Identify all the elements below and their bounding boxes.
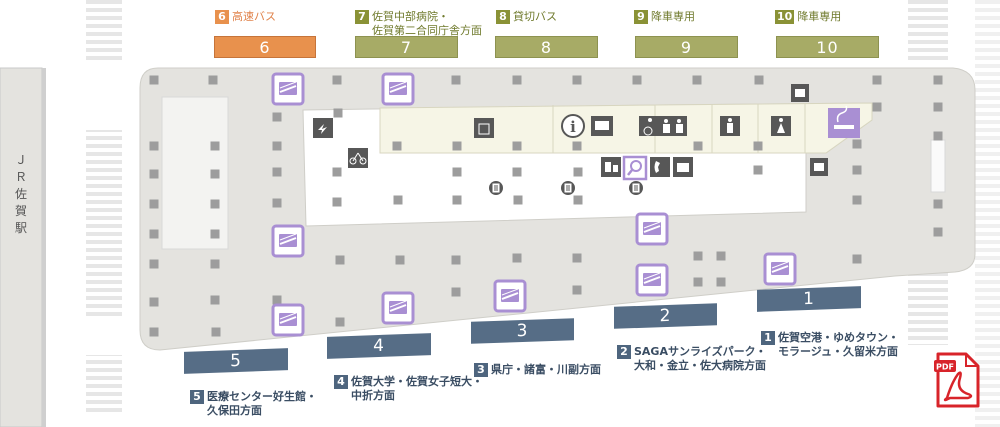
bay-label-1: 1 佐賀空港・ゆめタウン・ モラージュ・久留米方面 <box>761 331 899 359</box>
ticket-office-icon <box>601 157 621 177</box>
bay-number-badge: 7 <box>355 10 369 24</box>
jr-station-inner <box>42 68 46 427</box>
svg-text:i: i <box>570 118 576 136</box>
bay-6[interactable]: 6 <box>214 36 316 58</box>
timetable-icon <box>560 180 576 196</box>
bay-label-3: 3 県庁・諸富・川副方面 <box>474 363 601 377</box>
ticket-machine-icon[interactable] <box>635 263 669 297</box>
mens-toilet-icon <box>720 116 740 136</box>
atm-icon <box>673 157 693 177</box>
bay-7[interactable]: 7 <box>355 36 458 58</box>
crosswalk-top <box>86 0 122 60</box>
bay-4[interactable]: 4 <box>327 333 431 359</box>
bay-destination: 高速バス <box>232 10 276 23</box>
ticket-machine-icon[interactable] <box>271 224 305 258</box>
pdf-label: PDF <box>936 363 954 372</box>
bay-number-badge: 3 <box>474 363 488 377</box>
ev-charger-icon <box>313 118 333 138</box>
pdf-icon[interactable]: PDF <box>934 352 980 408</box>
ticket-machine-icon[interactable] <box>763 252 797 286</box>
bay-5[interactable]: 5 <box>184 348 288 374</box>
bay-destination: 佐賀空港・ゆめタウン・ モラージュ・久留米方面 <box>778 331 899 358</box>
bay-label-6: 6 高速バス <box>215 10 276 24</box>
bay-destination: 県庁・諸富・川副方面 <box>491 363 601 376</box>
bay-label-7: 7 佐賀中部病院・ 佐賀第二合同庁舎方面 <box>355 10 482 38</box>
right-entrance <box>930 139 946 193</box>
bay-destination: 降車専用 <box>797 10 842 23</box>
bay-number-badge: 10 <box>775 10 795 24</box>
ticket-machine-icon[interactable] <box>493 279 527 313</box>
bay-destination: 佐賀大学・佐賀女子短大・ 中折方面 <box>351 375 483 402</box>
bay-10[interactable]: 10 <box>776 36 879 58</box>
bay-number-badge: 5 <box>190 390 204 404</box>
crosswalk-left <box>86 130 122 320</box>
bay-number-badge: 8 <box>496 10 510 24</box>
ticket-machine-icon[interactable] <box>635 212 669 246</box>
bay-label-10: 10 降車専用 <box>775 10 841 24</box>
bay-label-2: 2 SAGAサンライズパーク・ 大和・金立・佐大病院方面 <box>617 345 766 373</box>
bicycle-parking-icon <box>348 148 368 168</box>
bay-label-5: 5 医療センター好生館・ 久保田方面 <box>190 390 317 418</box>
bay-destination: 貸切バス <box>513 10 557 23</box>
atm-icon <box>791 84 809 102</box>
bay-destination: SAGAサンライズパーク・ 大和・金立・佐大病院方面 <box>634 345 767 372</box>
telephone-icon <box>650 157 670 177</box>
bay-label-4: 4 佐賀大学・佐賀女子短大・ 中折方面 <box>334 375 483 403</box>
search-icon[interactable] <box>622 155 648 181</box>
timetable-icon <box>628 180 644 196</box>
accessible-toilet-icon <box>639 116 687 136</box>
bay-number-badge: 4 <box>334 375 348 389</box>
ticket-machine-icon[interactable] <box>381 72 415 106</box>
ticket-machine-icon[interactable] <box>271 303 305 337</box>
atm-icon <box>810 158 828 176</box>
crosswalk-right <box>908 0 948 60</box>
information-icon: i <box>561 114 585 138</box>
jr-station-building <box>0 67 43 427</box>
timetable-icon <box>488 180 504 196</box>
bay-number-badge: 2 <box>617 345 631 359</box>
bay-9[interactable]: 9 <box>635 36 738 58</box>
bay-label-8: 8 貸切バス <box>496 10 557 24</box>
coin-locker-icon <box>474 118 494 138</box>
bay-1[interactable]: 1 <box>757 286 861 312</box>
bay-number-badge: 6 <box>215 10 229 24</box>
bay-number-badge: 9 <box>634 10 648 24</box>
ticket-machine-icon[interactable] <box>271 72 305 106</box>
bay-label-9: 9 降車専用 <box>634 10 695 24</box>
ticket-machine-icon[interactable] <box>381 291 415 325</box>
tv-monitor-icon <box>591 116 613 136</box>
bay-number-badge: 1 <box>761 331 775 345</box>
bay-destination: 佐賀中部病院・ 佐賀第二合同庁舎方面 <box>372 10 482 37</box>
bay-2[interactable]: 2 <box>614 303 717 329</box>
bay-destination: 医療センター好生館・ 久保田方面 <box>207 390 317 417</box>
crosswalk-bottom <box>86 355 122 415</box>
womens-toilet-icon <box>771 116 791 136</box>
bay-destination: 降車専用 <box>651 10 695 23</box>
bay-3[interactable]: 3 <box>471 318 574 344</box>
smoking-area-icon[interactable] <box>828 105 860 138</box>
jr-saga-station-label: ＪＲ佐賀駅 <box>14 153 27 235</box>
crosswalk-far-right <box>975 0 1000 427</box>
bay-8[interactable]: 8 <box>495 36 598 58</box>
